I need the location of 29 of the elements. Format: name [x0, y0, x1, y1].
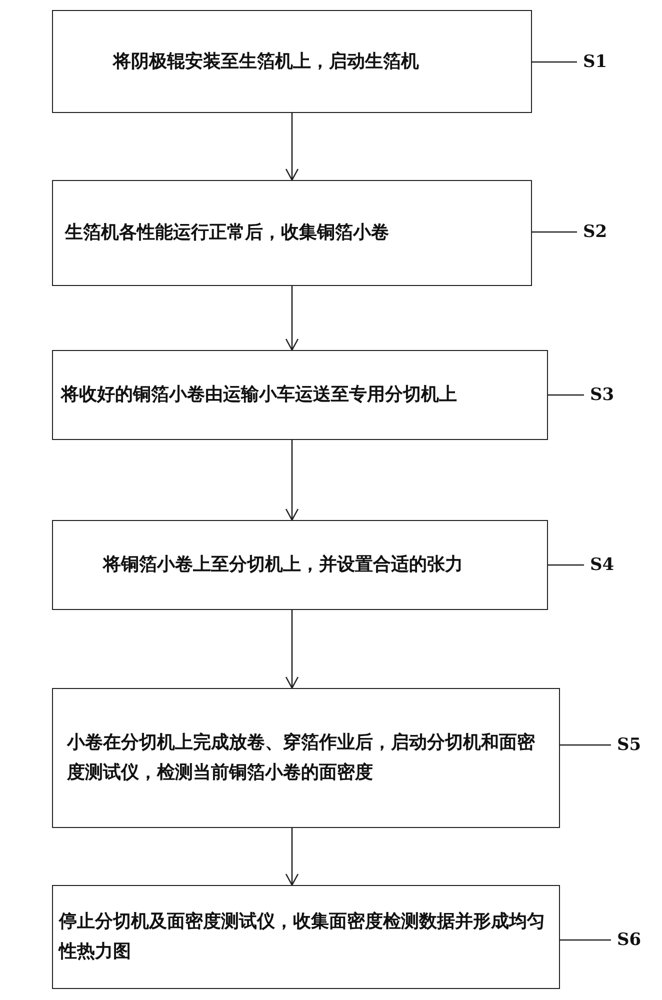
step-text: 停止分切机及面密度测试仪，收集面密度检测数据并形成均匀性热力图: [59, 910, 546, 964]
arrow: [285, 286, 299, 351]
process-box: [52, 350, 548, 440]
step-text: 将阴极辊安装至生箔机上，启动生箔机: [113, 50, 419, 74]
process-box: [52, 885, 560, 989]
process-box: [52, 688, 560, 828]
leader-line: [560, 744, 611, 746]
step-text: 将铜箔小卷上至分切机上，并设置合适的张力: [103, 553, 463, 577]
leader-line: [548, 564, 584, 566]
step-text: 生箔机各性能运行正常后，收集铜箔小卷: [65, 221, 389, 245]
leader-line: [548, 394, 584, 396]
leader-line: [532, 231, 577, 233]
step-label: S3: [590, 385, 614, 405]
process-box: [52, 520, 548, 610]
step-label: S1: [583, 52, 608, 72]
arrow: [285, 828, 299, 886]
arrow: [285, 440, 299, 521]
process-box: [52, 10, 532, 113]
arrow: [285, 113, 299, 181]
step-label: S5: [617, 735, 642, 755]
step-label: S6: [617, 930, 642, 950]
leader-line: [560, 939, 611, 941]
process-box: [52, 180, 532, 286]
step-label: S2: [583, 222, 608, 242]
step-label: S4: [590, 555, 614, 575]
step-text: 小卷在分切机上完成放卷、穿箔作业后，启动分切机和面密度测试仪，检测当前铜箔小卷的面密度: [67, 731, 536, 785]
arrow: [285, 610, 299, 689]
leader-line: [532, 61, 577, 63]
step-text: 将收好的铜箔小卷由运输小车运送至专用分切机上: [61, 383, 457, 407]
